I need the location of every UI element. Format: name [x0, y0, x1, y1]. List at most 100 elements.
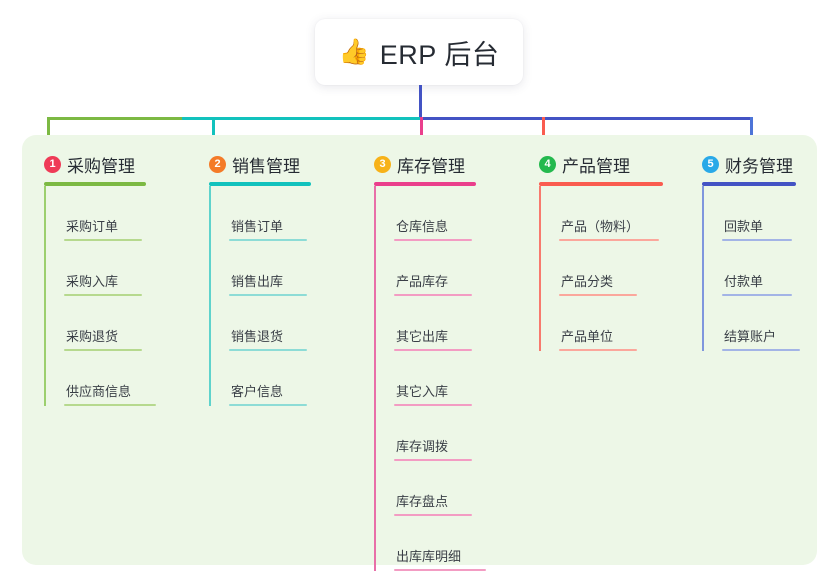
segment-green: [47, 117, 182, 120]
leaf-item-rule: [394, 239, 472, 241]
leaf-item-label: 销售出库: [231, 274, 284, 289]
column-header-product[interactable]: 4 产品管理: [539, 151, 699, 177]
leaf-item-rule: [229, 294, 307, 296]
leaf-item-label: 产品单位: [561, 329, 614, 344]
column-items-inventory: 仓库信息产品库存其它出库其它入库库存调拨库存盘点出库库明细: [374, 186, 524, 571]
leaf-item-label: 库存盘点: [396, 494, 449, 509]
column-spine: [44, 186, 46, 406]
root-trunk-connector: [419, 85, 422, 118]
leaf-item[interactable]: 回款单: [702, 186, 832, 241]
leaf-item-label: 采购退货: [66, 329, 119, 344]
leaf-item-rule: [394, 349, 472, 351]
leaf-item[interactable]: 结算账户: [702, 296, 832, 351]
leaf-item-label: 产品（物料）: [561, 219, 640, 234]
leaf-item[interactable]: 产品库存: [374, 241, 524, 296]
column-header-inventory[interactable]: 3 库存管理: [374, 151, 524, 177]
drop-purchase: [47, 117, 50, 152]
leaf-item[interactable]: 出库库明细: [374, 516, 524, 571]
drop-product: [542, 117, 545, 152]
column-title: 库存管理: [397, 156, 465, 176]
leaf-item[interactable]: 库存调拨: [374, 406, 524, 461]
leaf-item-rule: [394, 404, 472, 406]
leaf-item[interactable]: 产品分类: [539, 241, 699, 296]
leaf-item[interactable]: 其它入库: [374, 351, 524, 406]
column-title: 财务管理: [725, 156, 793, 176]
leaf-item-rule: [229, 349, 307, 351]
column-title: 产品管理: [562, 156, 630, 176]
column-items-product: 产品（物料） 产品分类产品单位: [539, 186, 699, 351]
leaf-item-rule: [559, 349, 637, 351]
column-sales: 2 销售管理销售订单销售出库销售退货客户信息: [209, 151, 349, 406]
column-spine: [539, 186, 541, 351]
leaf-item-label: 其它出库: [396, 329, 449, 344]
column-header-finance[interactable]: 5 财务管理: [702, 151, 832, 177]
column-header-purchase[interactable]: 1 采购管理: [44, 151, 194, 177]
leaf-item-rule: [394, 569, 486, 571]
leaf-item[interactable]: 付款单: [702, 241, 832, 296]
leaf-item[interactable]: 供应商信息: [44, 351, 194, 406]
column-header-rule: [374, 182, 476, 186]
leaf-item[interactable]: 其它出库: [374, 296, 524, 351]
leaf-item[interactable]: 采购退货: [44, 296, 194, 351]
drop-sales: [212, 117, 215, 152]
leaf-item-rule: [394, 459, 472, 461]
leaf-item[interactable]: 采购订单: [44, 186, 194, 241]
number-badge-icon: 2: [209, 155, 226, 173]
leaf-item-label: 供应商信息: [66, 384, 132, 399]
leaf-item-label: 出库库明细: [396, 549, 462, 564]
leaf-item-label: 付款单: [724, 274, 764, 289]
column-items-finance: 回款单付款单结算账户: [702, 186, 832, 351]
drop-inventory: [420, 117, 423, 152]
column-product: 4 产品管理产品（物料） 产品分类产品单位: [539, 151, 699, 351]
leaf-item-rule: [64, 239, 142, 241]
segment-blue: [420, 117, 752, 120]
leaf-item-rule: [229, 404, 307, 406]
number-badge-icon: 3: [374, 155, 391, 173]
leaf-item-rule: [559, 239, 659, 241]
column-finance: 5 财务管理回款单付款单结算账户: [702, 151, 832, 351]
leaf-item[interactable]: 客户信息: [209, 351, 349, 406]
leaf-item[interactable]: 产品（物料）: [539, 186, 699, 241]
drop-finance: [750, 117, 753, 152]
number-badge-icon: 5: [702, 155, 719, 173]
leaf-item[interactable]: 销售订单: [209, 186, 349, 241]
leaf-item-label: 采购订单: [66, 219, 119, 234]
leaf-item-rule: [559, 294, 637, 296]
leaf-item[interactable]: 库存盘点: [374, 461, 524, 516]
column-header-sales[interactable]: 2 销售管理: [209, 151, 349, 177]
column-header-rule: [702, 182, 796, 186]
leaf-item-rule: [64, 404, 156, 406]
column-items-sales: 销售订单销售出库销售退货客户信息: [209, 186, 349, 406]
leaf-item-rule: [229, 239, 307, 241]
root-node-card[interactable]: 👍 ERP 后台: [315, 19, 523, 85]
leaf-item[interactable]: 仓库信息: [374, 186, 524, 241]
leaf-item-label: 产品库存: [396, 274, 449, 289]
leaf-item-rule: [64, 294, 142, 296]
leaf-item-label: 产品分类: [561, 274, 614, 289]
leaf-item-rule: [722, 349, 800, 351]
column-title: 销售管理: [232, 156, 300, 176]
leaf-item-rule: [394, 294, 472, 296]
column-spine: [209, 186, 211, 406]
leaf-item-rule: [722, 239, 792, 241]
leaf-item-label: 回款单: [724, 219, 764, 234]
root-title: ERP 后台: [379, 39, 500, 70]
column-header-rule: [539, 182, 663, 186]
leaf-item[interactable]: 采购入库: [44, 241, 194, 296]
leaf-item-label: 销售退货: [231, 329, 284, 344]
column-title: 采购管理: [67, 156, 135, 176]
leaf-item[interactable]: 销售退货: [209, 296, 349, 351]
segment-teal: [182, 117, 420, 120]
leaf-item-label: 采购入库: [66, 274, 119, 289]
thumbs-up-icon: 👍: [338, 37, 370, 66]
number-badge-icon: 4: [539, 155, 556, 173]
number-badge-icon: 1: [44, 155, 61, 173]
column-purchase: 1 采购管理采购订单采购入库采购退货供应商信息: [44, 151, 194, 406]
leaf-item[interactable]: 销售出库: [209, 241, 349, 296]
column-header-rule: [209, 182, 311, 186]
leaf-item[interactable]: 产品单位: [539, 296, 699, 351]
column-header-rule: [44, 182, 146, 186]
leaf-item-label: 客户信息: [231, 384, 284, 399]
leaf-item-label: 仓库信息: [396, 219, 449, 234]
